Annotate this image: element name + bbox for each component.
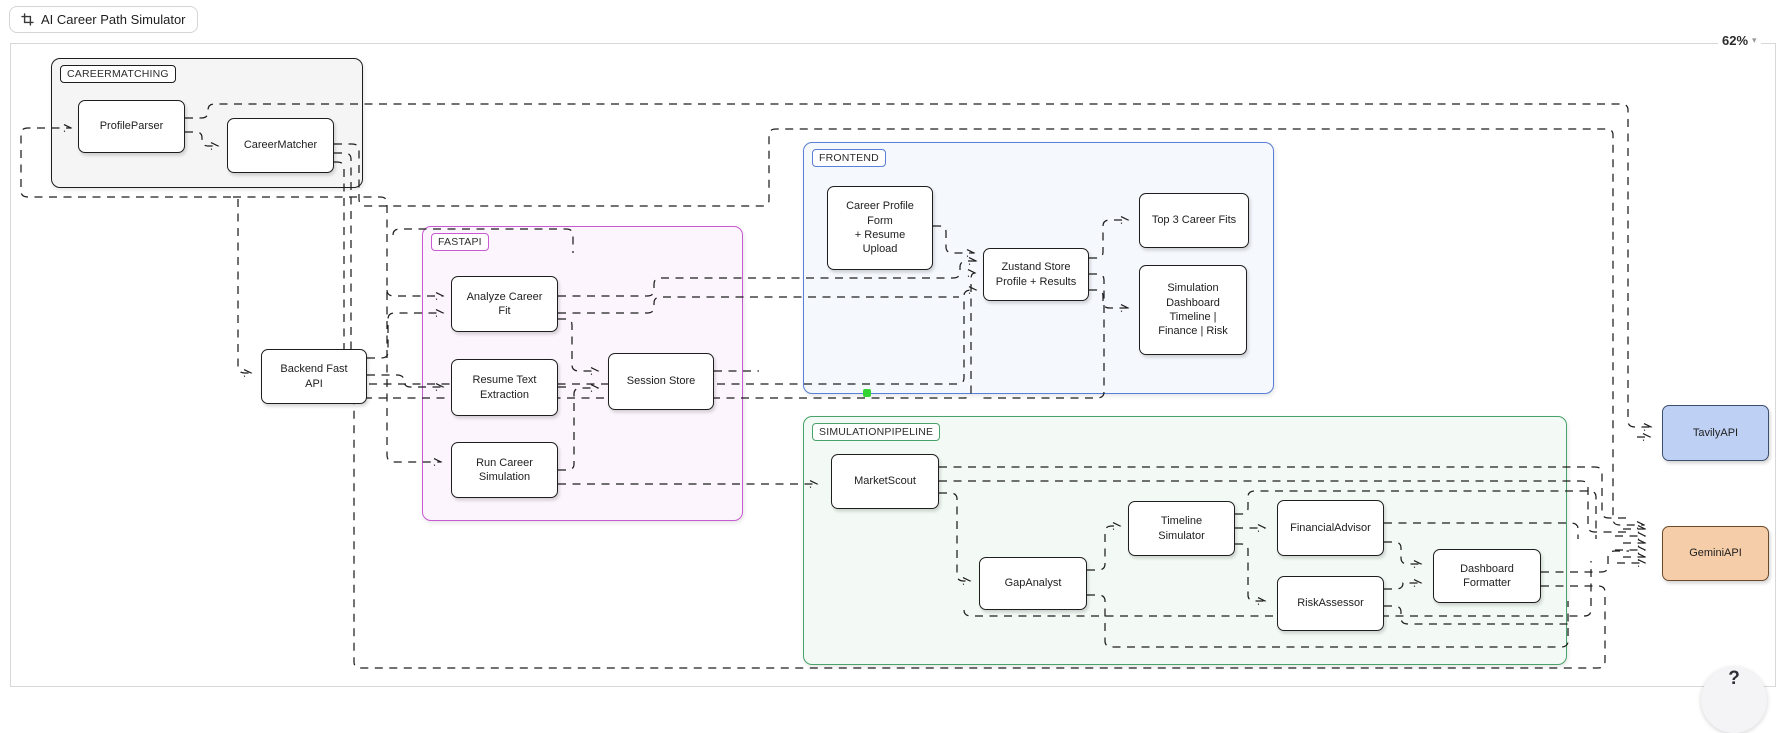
node-financialadvisor[interactable]: FinancialAdvisor (1277, 500, 1384, 556)
node-tavilyapi[interactable]: TavilyAPI (1662, 405, 1769, 461)
node-profileparser[interactable]: ProfileParser (78, 100, 185, 153)
node-backend-fast-api[interactable]: Backend Fast API (261, 349, 367, 404)
zoom-control[interactable]: 62% ▾ (1718, 31, 1761, 50)
group-frontend-label: FRONTEND (812, 149, 886, 167)
top-bar: AI Career Path Simulator 62% ▾ (0, 0, 1781, 50)
node-top-3-career-fits[interactable]: Top 3 Career Fits (1139, 193, 1249, 248)
frame-title-button[interactable]: AI Career Path Simulator (9, 6, 198, 33)
help-label: ? (1728, 668, 1740, 689)
group-simulationpipeline-label: SIMULATIONPIPELINE (812, 423, 941, 441)
chevron-down-icon: ▾ (1752, 35, 1757, 45)
zoom-level: 62% (1722, 33, 1749, 48)
frame-title: AI Career Path Simulator (41, 12, 186, 27)
node-timeline-simulator[interactable]: Timeline Simulator (1128, 501, 1235, 556)
node-run-career-simulation[interactable]: Run Career Simulation (451, 442, 558, 498)
node-dashboard-formatter[interactable]: Dashboard Formatter (1433, 549, 1541, 603)
node-analyze-career-fit[interactable]: Analyze Career Fit (451, 276, 558, 332)
help-button[interactable]: ? (1701, 667, 1767, 733)
connection-point-dot (863, 389, 871, 397)
node-geminiapi[interactable]: GeminiAPI (1662, 526, 1769, 581)
node-resume-text-extraction[interactable]: Resume Text Extraction (451, 359, 558, 416)
group-fastapi-label: FASTAPI (431, 233, 489, 251)
node-session-store[interactable]: Session Store (608, 353, 714, 410)
node-zustand-store[interactable]: Zustand Store Profile + Results (983, 248, 1089, 301)
node-riskassessor[interactable]: RiskAssessor (1277, 576, 1384, 631)
diagram-canvas[interactable]: CAREERMATCHING FASTAPI FRONTEND SIMULATI… (10, 43, 1776, 687)
group-careermatching-label: CAREERMATCHING (60, 65, 176, 83)
node-career-profile-form[interactable]: Career Profile Form + Resume Upload (827, 186, 933, 270)
frame-icon (21, 13, 34, 26)
node-careermatcher[interactable]: CareerMatcher (227, 118, 334, 173)
node-simulation-dashboard[interactable]: Simulation Dashboard Timeline | Finance … (1139, 265, 1247, 355)
node-gapanalyst[interactable]: GapAnalyst (979, 557, 1087, 610)
node-marketscout[interactable]: MarketScout (831, 454, 939, 509)
